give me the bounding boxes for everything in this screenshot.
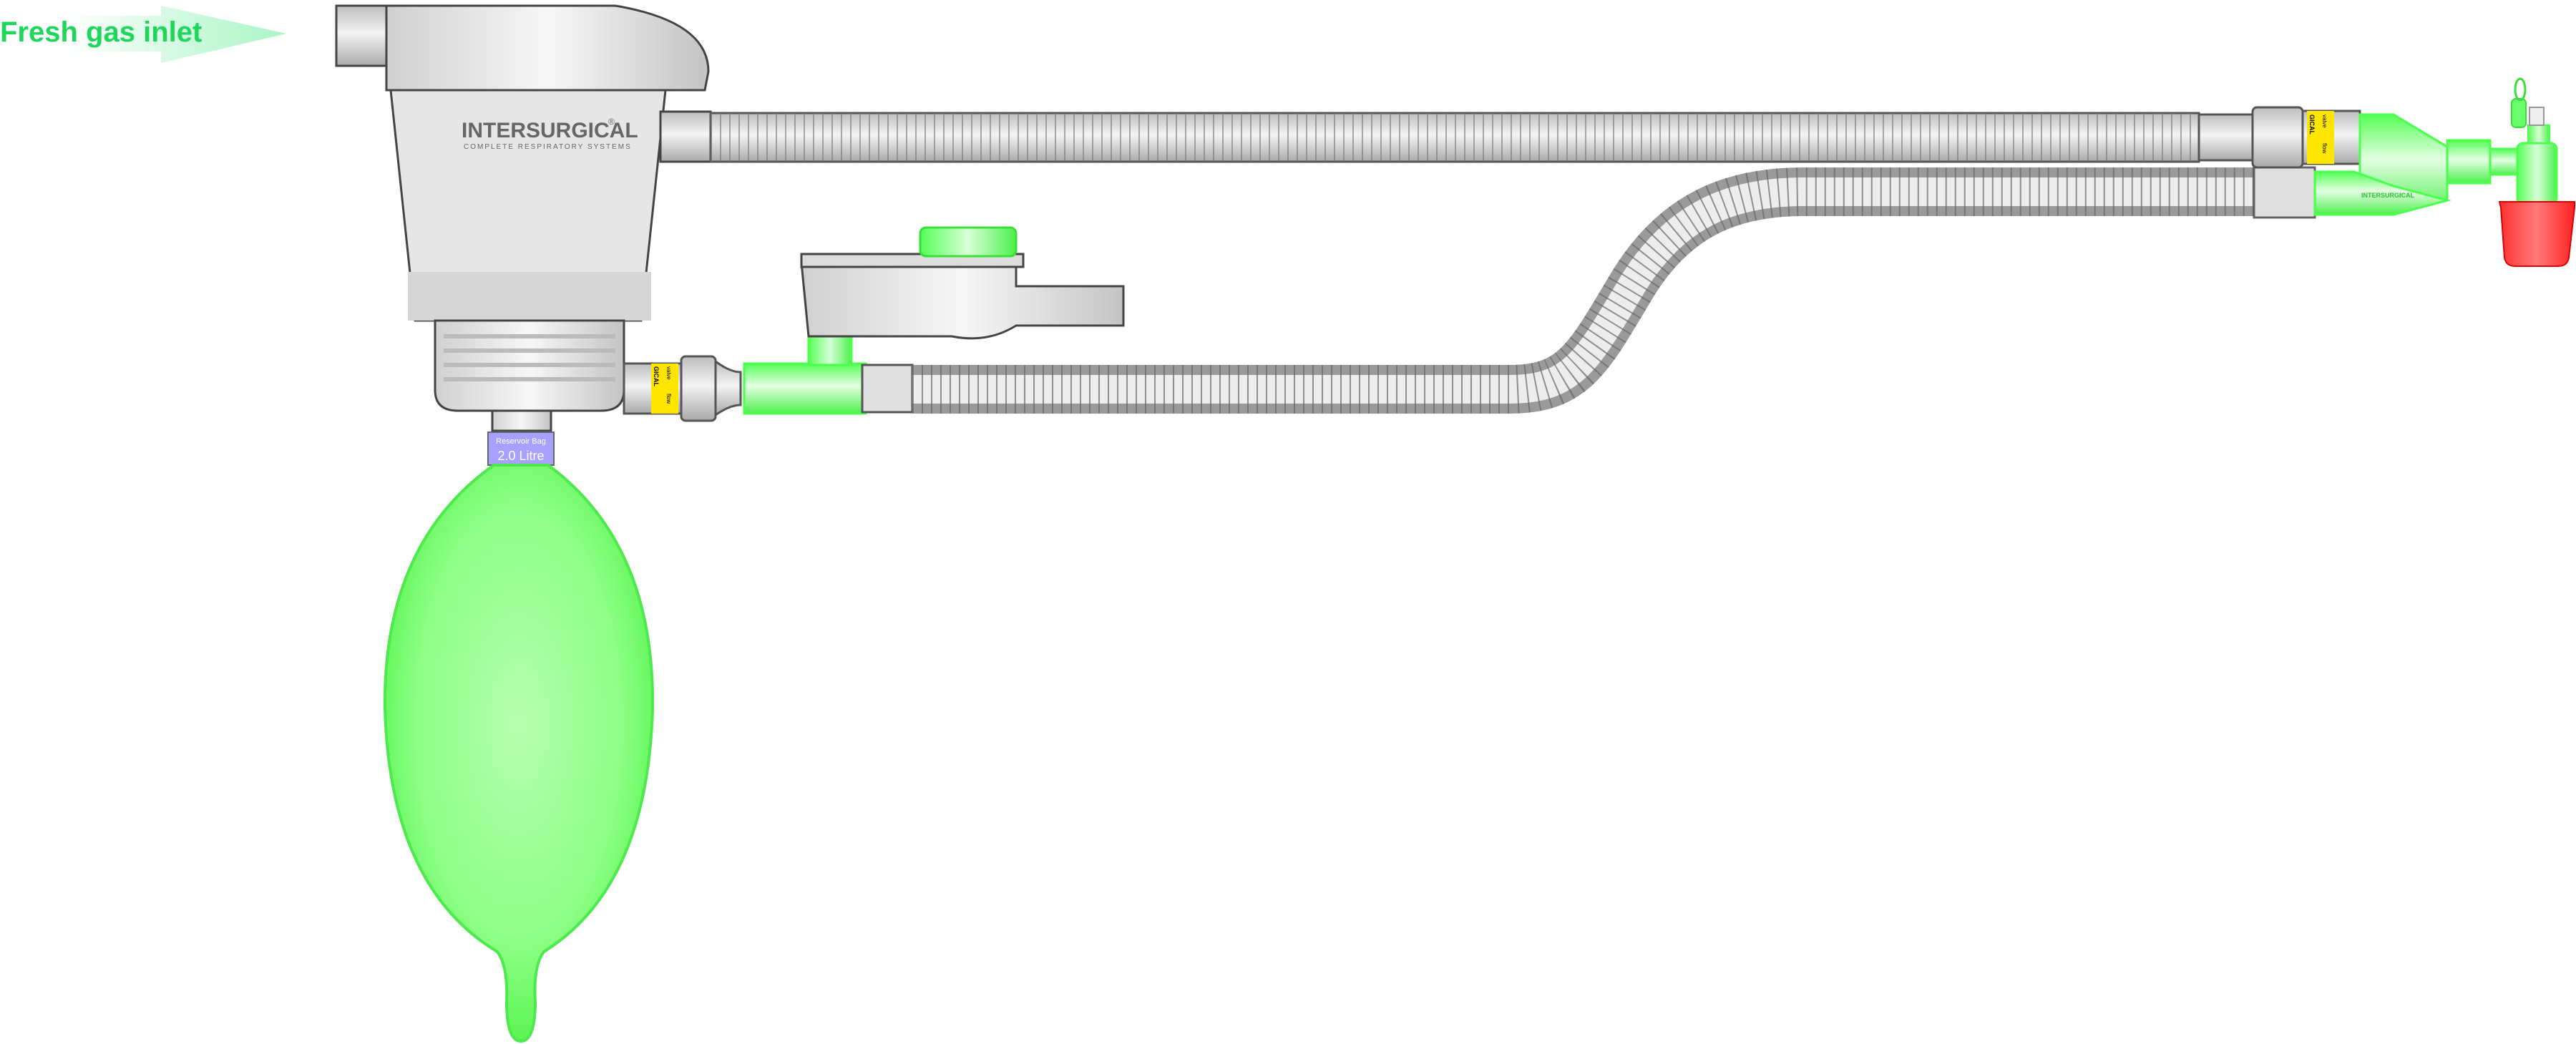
brand-logo: INTERSURGICAL xyxy=(462,119,638,142)
flow-label-lower xyxy=(651,364,678,414)
bag-label xyxy=(487,431,555,466)
ypiece-brand: INTERSURGICAL xyxy=(2361,192,2415,199)
bag-volume: 2.0 Litre xyxy=(497,449,544,463)
fresh-gas-inlet: Fresh gas inlet xyxy=(0,6,286,63)
flow-label-text: valve xyxy=(665,366,672,380)
inlet-arrow-icon xyxy=(66,6,286,63)
flow-label-text: flow xyxy=(665,394,672,404)
patient-connector-red xyxy=(2498,201,2575,267)
brand-tagline: COMPLETE RESPIRATORY SYSTEMS xyxy=(464,143,632,151)
lower-tube: GICAL valve flow xyxy=(623,166,2451,422)
apl-valve[interactable] xyxy=(800,226,1125,366)
brand-registered: ® xyxy=(608,117,615,127)
absorber-canister: INTERSURGICAL ® COMPLETE RESPIRATORY SYS… xyxy=(335,4,712,432)
reservoir-bag: Reservoir Bag 2.0 Litre xyxy=(383,431,655,1043)
flow-label-text: valve xyxy=(2321,114,2328,128)
flow-label-text: flow xyxy=(2321,143,2328,153)
port-cap[interactable] xyxy=(2511,98,2527,128)
apl-valve-knob[interactable] xyxy=(919,226,1018,258)
upper-tube: GICAL valve flow xyxy=(709,106,2361,169)
bag-title: Reservoir Bag xyxy=(496,437,546,446)
inlet-label: Fresh gas inlet xyxy=(0,16,202,48)
y-piece xyxy=(2358,77,2575,267)
flow-label-upper xyxy=(2307,111,2334,164)
flow-label-brand: GICAL xyxy=(2308,114,2316,135)
flow-label-brand: GICAL xyxy=(653,366,660,387)
